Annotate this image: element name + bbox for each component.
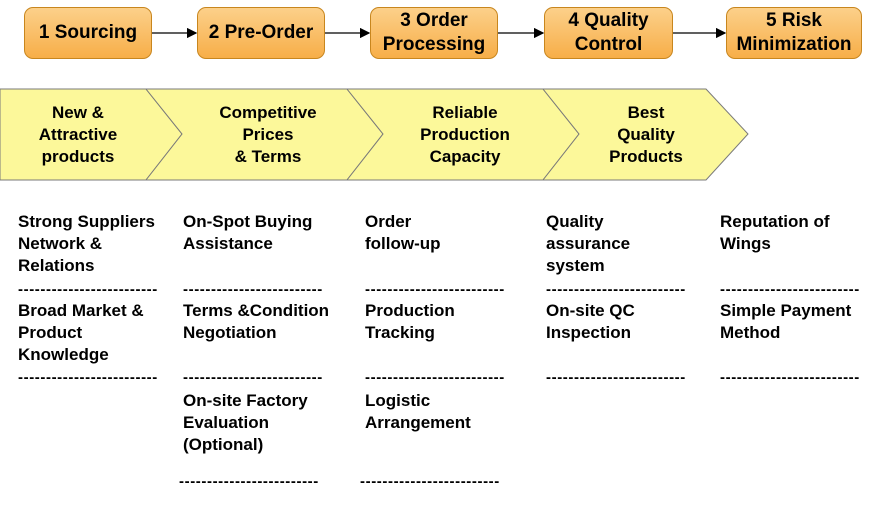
benefit-label-reliable-capacity: Reliable Production Capacity: [420, 103, 510, 166]
benefit-label-competitive-prices: Competitive Prices & Terms: [219, 103, 317, 166]
col2-item-factory-evaluation: On-site Factory Evaluation (Optional): [183, 391, 308, 454]
stage-connectors: [152, 27, 727, 39]
benefit-label-new-products: New & Attractive products: [38, 103, 118, 166]
col3-separator-2: -------------------------: [365, 369, 505, 386]
col3-item-order-follow-up: Order follow-up: [365, 212, 441, 253]
stage-risk-minimization: 5 Risk Minimization: [726, 7, 862, 59]
col2-item-buying-assistance: On-Spot Buying Assistance: [183, 212, 313, 253]
col1-item-suppliers-network: Strong Suppliers Network & Relations: [18, 212, 155, 275]
stage-order-processing: 3 Order Processing: [370, 7, 498, 59]
col2-separator-2: -------------------------: [183, 369, 323, 386]
chevron-best-quality: [541, 88, 749, 181]
stage-quality-control: 4 Quality Control: [544, 7, 673, 59]
col3-separator-3: -------------------------: [360, 473, 500, 490]
col3-separator-1: -------------------------: [365, 281, 505, 298]
col5-item-simple-payment: Simple Payment Method: [720, 301, 852, 342]
col5-item-reputation: Reputation of Wings: [720, 212, 830, 253]
col4-separator-1: -------------------------: [546, 281, 686, 298]
col3-item-production-tracking: Production Tracking: [365, 301, 455, 342]
col1-item-market-knowledge: Broad Market & Product Knowledge: [18, 301, 144, 364]
benefit-label-best-quality: Best Quality Products: [609, 103, 683, 166]
stage-sourcing: 1 Sourcing: [24, 7, 152, 59]
stage-pre-order: 2 Pre-Order: [197, 7, 325, 59]
col2-separator-1: -------------------------: [183, 281, 323, 298]
col3-item-logistic-arrangement: Logistic Arrangement: [365, 391, 471, 432]
benefit-chevrons: [0, 88, 749, 181]
col1-separator-2: -------------------------: [18, 369, 158, 386]
col2-separator-3: -------------------------: [179, 473, 319, 490]
col1-separator-1: -------------------------: [18, 281, 158, 298]
col2-item-terms-negotiation: Terms &Condition Negotiation: [183, 301, 330, 342]
col5-separator-1: -------------------------: [720, 281, 860, 298]
col4-separator-2: -------------------------: [546, 369, 686, 386]
col5-separator-2: -------------------------: [720, 369, 860, 386]
col4-item-qa-system: Quality assurance system: [546, 212, 631, 275]
col4-item-qc-inspection: On-site QC Inspection: [546, 301, 635, 342]
